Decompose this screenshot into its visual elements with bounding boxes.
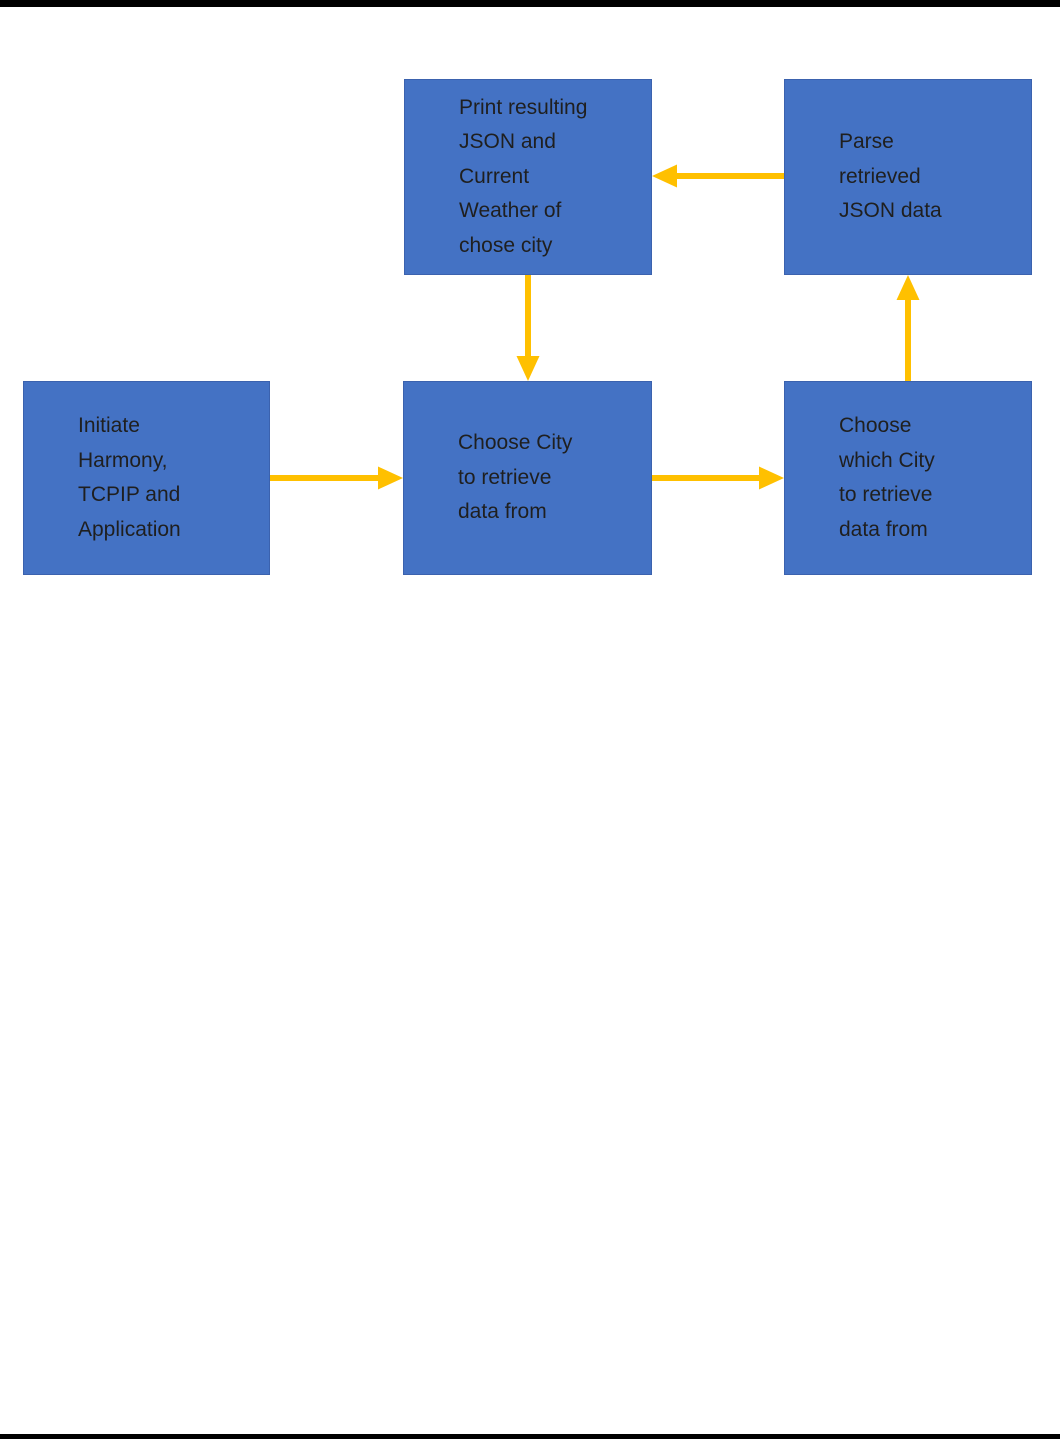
page-border-top [0,0,1060,7]
flow-node-print-result: Print resulting JSON and Current Weather… [404,79,652,275]
arrow-print-result-to-choose-city-icon [516,275,540,381]
flow-node-initiate: Initiate Harmony, TCPIP and Application [23,381,270,575]
arrow-choose-city-to-choose-which-city-icon [652,466,784,490]
flow-node-choose-city: Choose City to retrieve data from [403,381,652,575]
arrow-initiate-to-choose-city-icon [270,466,403,490]
arrow-parse-json-to-print-result-icon [652,164,784,188]
flow-node-parse-json: Parse retrieved JSON data [784,79,1032,275]
flow-node-choose-which-city: Choose which City to retrieve data from [784,381,1032,575]
page-border-bottom [0,1434,1060,1439]
arrow-choose-which-city-to-parse-json-icon [896,275,920,381]
